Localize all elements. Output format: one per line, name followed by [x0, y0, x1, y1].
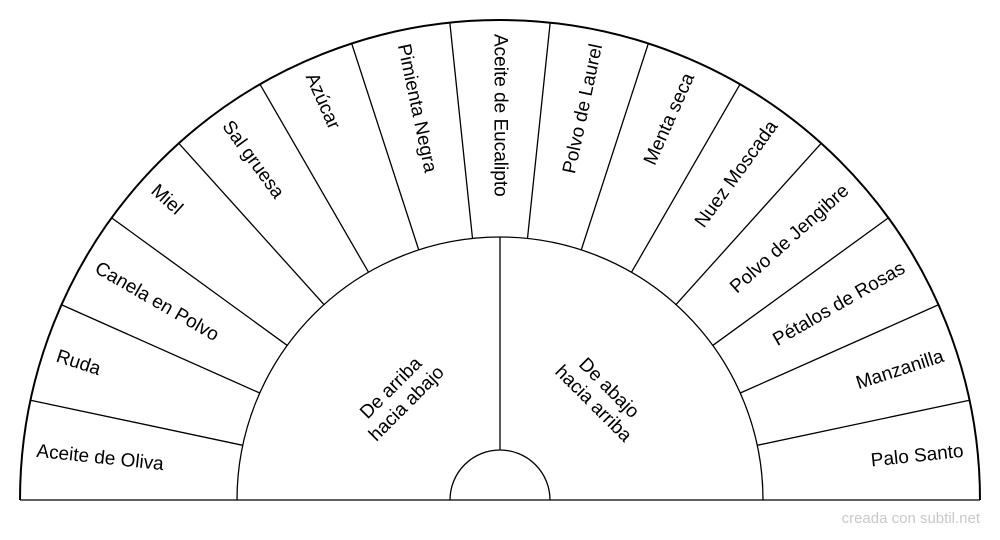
segment-label: Palo Santo [870, 441, 965, 472]
outer-arc [19, 19, 981, 501]
segment-label: Azúcar [301, 70, 345, 133]
segment-label: Pétalos de Rosas [769, 258, 908, 351]
center-label-left: De arribahacia abajo [349, 346, 448, 445]
segment-label: Aceite de Oliva [35, 441, 165, 475]
segment-divider [259, 83, 370, 273]
segment-divider [178, 142, 325, 305]
center-small-arc [449, 449, 551, 501]
segment-divider [526, 22, 551, 239]
segment-divider [712, 217, 889, 346]
segment-divider [630, 83, 741, 273]
segment-label: Ruda [54, 346, 104, 380]
segment-label: Pimienta Negra [393, 42, 441, 175]
segment-divider [675, 142, 822, 305]
segment-label: Nuez Moscada [691, 116, 783, 231]
segment-label: Menta seca [640, 70, 699, 169]
segment-divider [739, 304, 939, 394]
segment-label: Aceite de Eucalipto [490, 34, 511, 197]
segment-label: Sal gruesa [218, 117, 289, 203]
segment-divider [757, 399, 970, 446]
segment-label: Polvo de Jengibre [726, 180, 853, 297]
segment-divider [449, 22, 474, 239]
segment-divider [580, 43, 649, 251]
segment-label: Canela en Polvo [91, 258, 222, 346]
segment-divider [111, 217, 288, 346]
center-label-right: De abajohacia arriba [551, 346, 652, 447]
segment-divider [61, 304, 261, 394]
segment-label: Miel [147, 180, 187, 219]
segment-divider [351, 43, 420, 251]
segment-label: Polvo de Laurel [559, 42, 607, 176]
footer-credit: creada con subtil.net [841, 510, 980, 527]
segment-divider [30, 399, 243, 446]
segment-label: Manzanilla [854, 346, 947, 394]
